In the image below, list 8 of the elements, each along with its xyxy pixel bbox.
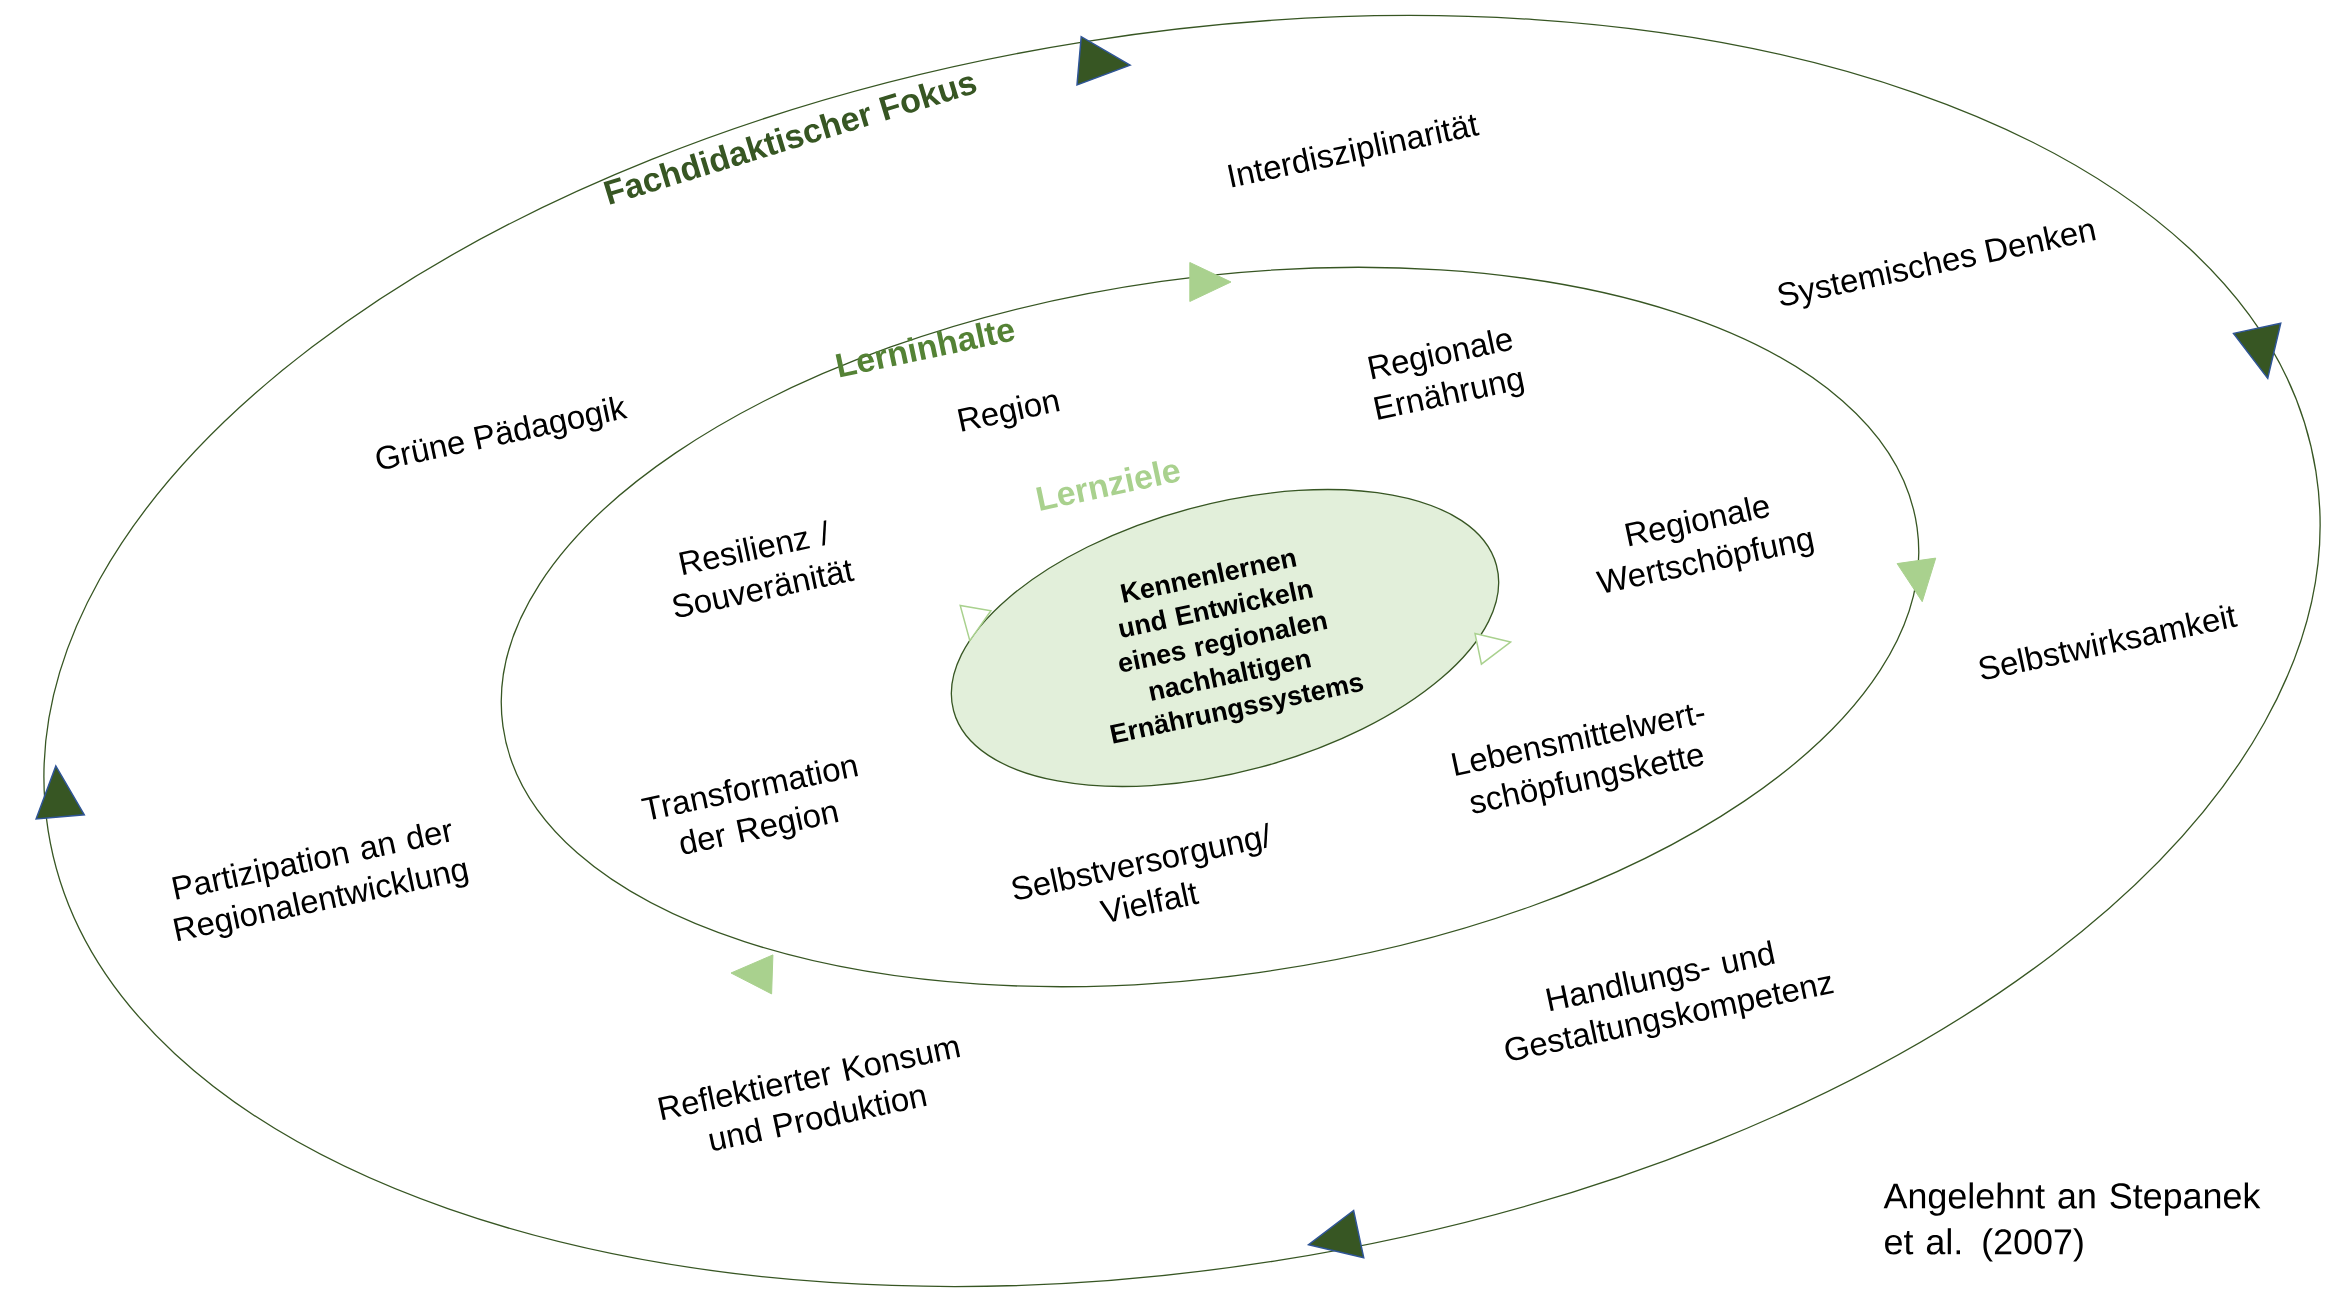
topic-label: Reflektierter Konsum und Produktion xyxy=(658,1040,961,1151)
topic-label: Region xyxy=(957,394,1060,432)
topic-label: Regionale Ernährung xyxy=(1368,329,1525,420)
ring-heading: Lernziele xyxy=(1036,460,1181,511)
ring-heading: Lerninhalte xyxy=(835,322,1015,378)
ellipse-ring xyxy=(35,14,2320,1287)
source-note: Angelehnt an Stepanek et al. (2007) xyxy=(1883,1182,2261,1262)
topic-label: Grüne Pädagogik xyxy=(376,396,628,469)
